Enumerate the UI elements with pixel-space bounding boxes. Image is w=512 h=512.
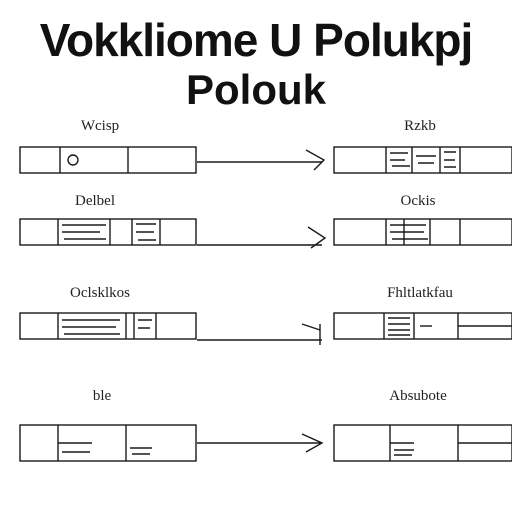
row-1: [19, 146, 512, 174]
cell-glyph: [388, 317, 410, 336]
cell-glyph: [67, 154, 79, 166]
row-4-arrow-head: [301, 433, 324, 453]
cell-glyph: [136, 223, 156, 241]
row-3-right-label: Fhltlatkfau: [387, 285, 453, 301]
cell-glyph: [394, 449, 414, 456]
row-3-arrow-head: [301, 323, 321, 345]
row-2-left-bar: [19, 218, 197, 246]
row-4-left-label: ble: [92, 388, 112, 404]
row-2-left-label: Delbel: [75, 193, 115, 209]
cell-glyph: [444, 151, 456, 168]
cell-glyph: [138, 319, 152, 329]
row-3-left-bar: [19, 312, 197, 340]
row-2-right-label: Ockis: [400, 193, 436, 209]
row-1-arrow-head: [305, 149, 326, 171]
row-1-right-label: Rzkb: [404, 118, 436, 134]
row-2-right-bar: [333, 218, 512, 246]
row-4: [19, 424, 512, 462]
row-3: [19, 312, 512, 345]
row-1-right-bar: [333, 146, 512, 174]
cell-glyph: [390, 224, 428, 240]
row-3-left-label: Oclsklkos: [70, 285, 130, 301]
row-1-left-bar: [19, 146, 197, 174]
row-4-right-bar: [333, 424, 512, 462]
row-2: [19, 218, 512, 249]
cell-glyph: [62, 319, 120, 335]
row-4-left-bar: [19, 424, 197, 462]
diagram-title-line-2: Polouk: [185, 66, 326, 113]
cell-glyph: [390, 152, 410, 167]
row-2-arrow-head: [307, 226, 327, 249]
cell-glyph: [130, 447, 152, 455]
cell-glyph: [416, 155, 436, 164]
row-1-left-label: Wcisp: [80, 118, 120, 134]
cell-glyph: [62, 224, 106, 240]
row-3-right-bar: [333, 312, 512, 340]
diagram-title-line-1: Vokkliome U Polukpj: [39, 14, 474, 66]
row-4-right-label: Absubote: [389, 388, 447, 404]
